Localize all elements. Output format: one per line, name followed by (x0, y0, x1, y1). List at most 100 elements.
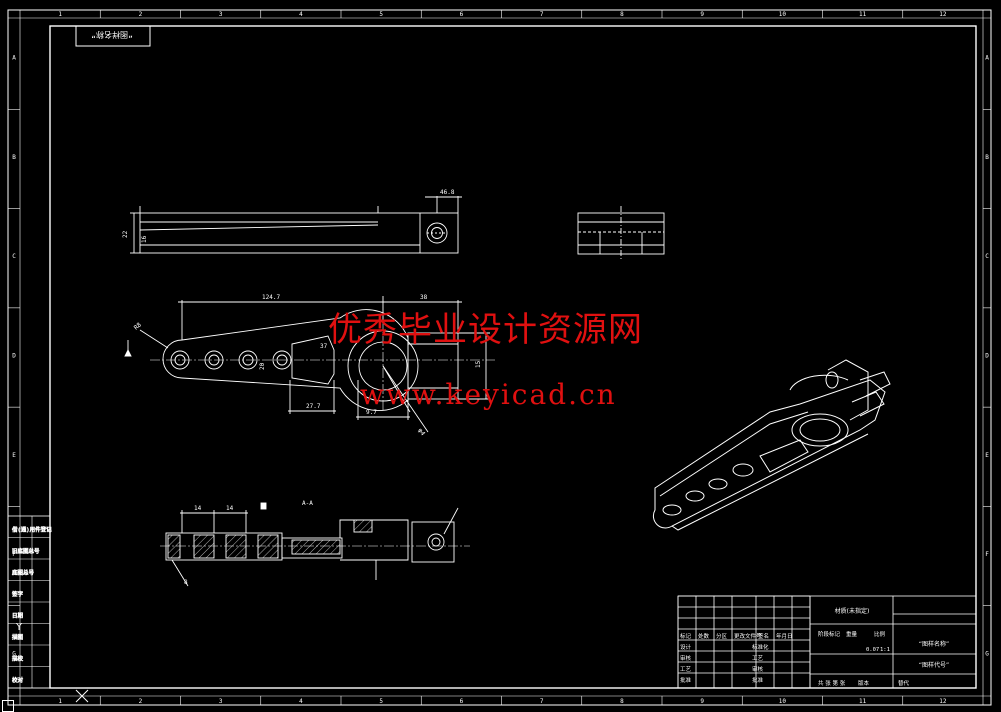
dim-r-label: R8 (133, 321, 143, 331)
left-strip-label: 描校 (12, 655, 24, 663)
left-strip-label: 校对 (12, 676, 24, 684)
zone-col-label: 2 (139, 11, 143, 18)
zone-row-label: A (12, 55, 16, 62)
dim-phi: φ4 (416, 427, 426, 437)
zone-row-label: C (985, 253, 989, 260)
dim-d2: 15 (475, 360, 482, 368)
tb-role: 批准 (680, 676, 692, 684)
corner-mark (2, 700, 14, 712)
left-strip-label: 描图 (12, 633, 24, 641)
svg-text:Y: Y (15, 622, 23, 633)
side-view (130, 196, 462, 254)
tb-header: 处数 (698, 632, 710, 640)
zone-row-label: F (12, 551, 16, 558)
isometric-view (652, 359, 891, 531)
zone-row-label: D (12, 353, 16, 360)
dim-head-width: 38 (420, 294, 428, 301)
tb-header: 标记 (680, 632, 692, 640)
section-label: A-A (302, 500, 313, 507)
dim-small-r: 8 (184, 579, 188, 586)
zone-col-label: 10 (779, 11, 787, 18)
zone-col-label: 7 (540, 11, 544, 18)
tb-role2: 工艺 (752, 655, 764, 662)
tb-scale: 1:1 (880, 647, 890, 653)
tb-drawing-name: “图样名称” (919, 640, 949, 648)
zone-col-label: 8 (620, 11, 624, 18)
zone-col-label: 3 (219, 11, 223, 18)
zone-col-label: 9 (700, 698, 704, 705)
tb-header: 签名 (758, 632, 769, 640)
tb-role2: 审核 (752, 665, 764, 673)
watermark-cn: 优秀毕业设计资源网 (328, 310, 643, 350)
plan-view (124, 296, 495, 433)
zone-col-label: 2 (139, 698, 143, 705)
zone-col-label: 12 (939, 11, 947, 18)
zone-row-label: B (12, 154, 16, 161)
tb-stage-header: 比例 (874, 630, 886, 638)
zone-row-label: C (12, 253, 16, 260)
dim-side-h1: 22 (122, 230, 129, 238)
zone-col-label: 5 (379, 11, 383, 18)
zone-row-label: A (985, 55, 989, 62)
zone-col-label: 5 (379, 698, 383, 705)
dim-angle1: 37 (320, 343, 328, 350)
tb-stage-header: 重量 (846, 630, 858, 638)
tb-role: 工艺 (680, 666, 692, 673)
dim-total-length: 124.7 (262, 294, 280, 301)
dim-hole-spacing: 27.7 (306, 403, 321, 410)
tb-weight: 0.07 (866, 647, 879, 653)
zone-col-label: 1 (58, 698, 62, 705)
tb-role: 设计 (680, 643, 692, 651)
left-strip-label: 底图总号 (12, 569, 35, 577)
tb-role2: 批准 (752, 676, 764, 684)
left-strip-label: 旧底图总号 (12, 547, 40, 555)
dim-top-width: 46.8 (440, 189, 455, 196)
zone-row-label: D (985, 353, 989, 360)
tb-header: 分区 (716, 632, 728, 640)
zone-row-label: E (985, 452, 989, 459)
zone-col-label: 7 (540, 698, 544, 705)
zone-col-label: 6 (460, 698, 464, 705)
zone-col-label: 11 (859, 698, 867, 705)
zone-col-label: 9 (700, 11, 704, 18)
zone-col-label: 1 (58, 11, 62, 18)
tb-material: 材质(未指定) (835, 607, 870, 615)
tb-header: 更改文件号 (734, 632, 762, 640)
tb-drawing-code: “图样代号” (919, 661, 949, 669)
zone-col-label: 4 (299, 11, 303, 18)
left-strip-label: 借(通)用件登记 (12, 526, 52, 534)
dim-bottom-d2: 14 (226, 505, 234, 512)
zone-col-label: 12 (939, 698, 947, 705)
zone-row-label: G (12, 650, 16, 657)
zone-col-label: 11 (859, 11, 867, 18)
zone-row-label: E (12, 452, 16, 459)
title-block (677, 595, 977, 689)
zone-col-label: 6 (460, 11, 464, 18)
left-strip-label: 签字 (12, 590, 24, 598)
tb-version: 版本 (858, 679, 870, 687)
dim-d1: 20 (259, 362, 266, 370)
title-tag: “图样名称” (91, 30, 133, 40)
dim-bottom-d1: 14 (194, 505, 202, 512)
tb-sheet: 共 张 第 张 (818, 679, 846, 687)
zone-row-label: F (985, 551, 989, 558)
section-view (160, 502, 470, 587)
dim-slot: 9.7 (366, 409, 377, 416)
tb-header: 年月日 (776, 632, 793, 640)
left-strip-label: 日期 (12, 613, 24, 620)
tb-role2: 标准化 (752, 643, 769, 651)
watermark-url: www.keyicad.cn (360, 378, 617, 411)
zone-col-label: 4 (299, 698, 303, 705)
tb-replace: 替代 (898, 679, 910, 687)
end-view (577, 206, 665, 260)
zone-col-label: 8 (620, 698, 624, 705)
zone-col-label: 3 (219, 698, 223, 705)
zone-col-label: 10 (779, 698, 787, 705)
dim-side-h2: 16 (141, 235, 148, 243)
inner-frame (49, 25, 977, 689)
zone-row-label: B (985, 154, 989, 161)
zone-row-label: G (985, 650, 989, 657)
tb-stage-header: 阶段标记 (818, 630, 841, 638)
tb-role: 审核 (680, 654, 692, 662)
